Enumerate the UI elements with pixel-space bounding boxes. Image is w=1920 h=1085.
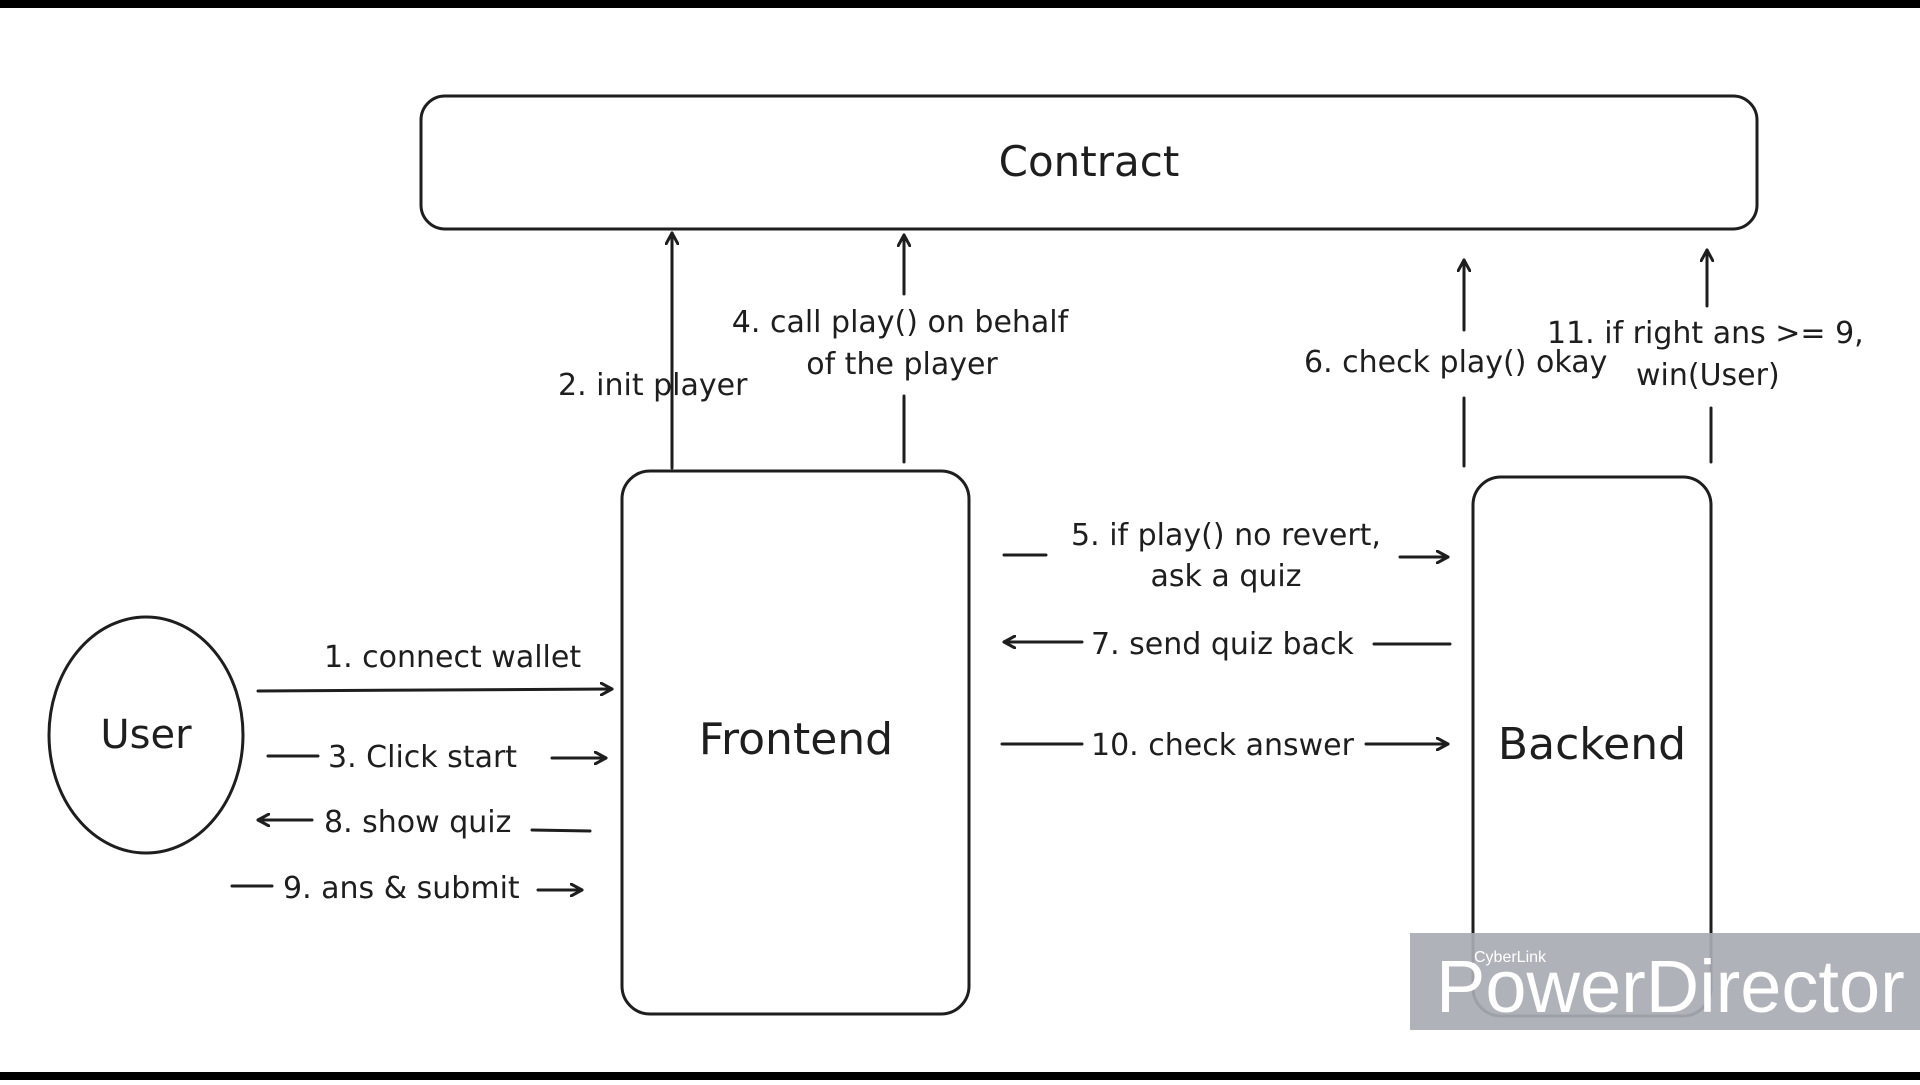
backend-node: Backend [1471, 475, 1713, 1018]
edge-win-user: 11. if right ans >= 9, win(User) [1547, 248, 1864, 464]
bottom-letterbox-bar [0, 1072, 1920, 1080]
edge-ask-quiz: 5. if play() no revert, ask a quiz [1002, 518, 1450, 594]
edge-call-play: 4. call play() on behalf of the player [732, 233, 1070, 464]
edge-send-quiz-back: 7. send quiz back [1002, 627, 1452, 662]
line-show-quiz-tail [530, 828, 592, 833]
label-connect-wallet: 1. connect wallet [324, 640, 581, 675]
watermark-brand-small: CyberLink [1474, 949, 1547, 966]
edge-init-player: 2. init player [558, 231, 748, 470]
label-call-play-line2: of the player [806, 347, 998, 382]
edge-check-answer: 10. check answer [1000, 728, 1450, 763]
label-check-play: 6. check play() okay [1304, 345, 1607, 380]
edge-ans-submit: 9. ans & submit [230, 871, 584, 906]
label-win-user-line1: 11. if right ans >= 9, [1547, 316, 1864, 351]
label-ask-quiz-line1: 5. if play() no revert, [1071, 518, 1381, 553]
backend-label: Backend [1498, 719, 1686, 770]
powerdirector-watermark: CyberLink PowerDirector [1410, 933, 1920, 1030]
watermark-brand-large: PowerDirector [1436, 945, 1905, 1028]
label-init-player: 2. init player [558, 368, 748, 403]
label-win-user-line2: win(User) [1636, 358, 1780, 393]
label-ask-quiz-line2: ask a quiz [1151, 559, 1302, 594]
label-show-quiz: 8. show quiz [324, 805, 511, 840]
label-click-start: 3. Click start [328, 740, 517, 775]
contract-node: Contract [419, 94, 1759, 231]
label-call-play-line1: 4. call play() on behalf [732, 305, 1070, 340]
label-send-quiz-back: 7. send quiz back [1091, 627, 1354, 662]
arrow-connect-wallet [256, 689, 614, 691]
edge-click-start: 3. Click start [266, 740, 608, 775]
edge-check-play: 6. check play() okay [1304, 258, 1607, 468]
edge-show-quiz: 8. show quiz [256, 805, 592, 840]
frontend-node: Frontend [620, 469, 971, 1016]
top-letterbox-bar [0, 0, 1920, 8]
watermark-background [1410, 933, 1920, 1030]
label-check-answer: 10. check answer [1091, 728, 1355, 763]
label-ans-submit: 9. ans & submit [283, 871, 520, 906]
contract-label: Contract [999, 137, 1180, 186]
frontend-label: Frontend [699, 714, 893, 765]
user-node: User [47, 615, 245, 855]
user-label: User [100, 712, 192, 758]
edge-connect-wallet: 1. connect wallet [256, 640, 614, 691]
